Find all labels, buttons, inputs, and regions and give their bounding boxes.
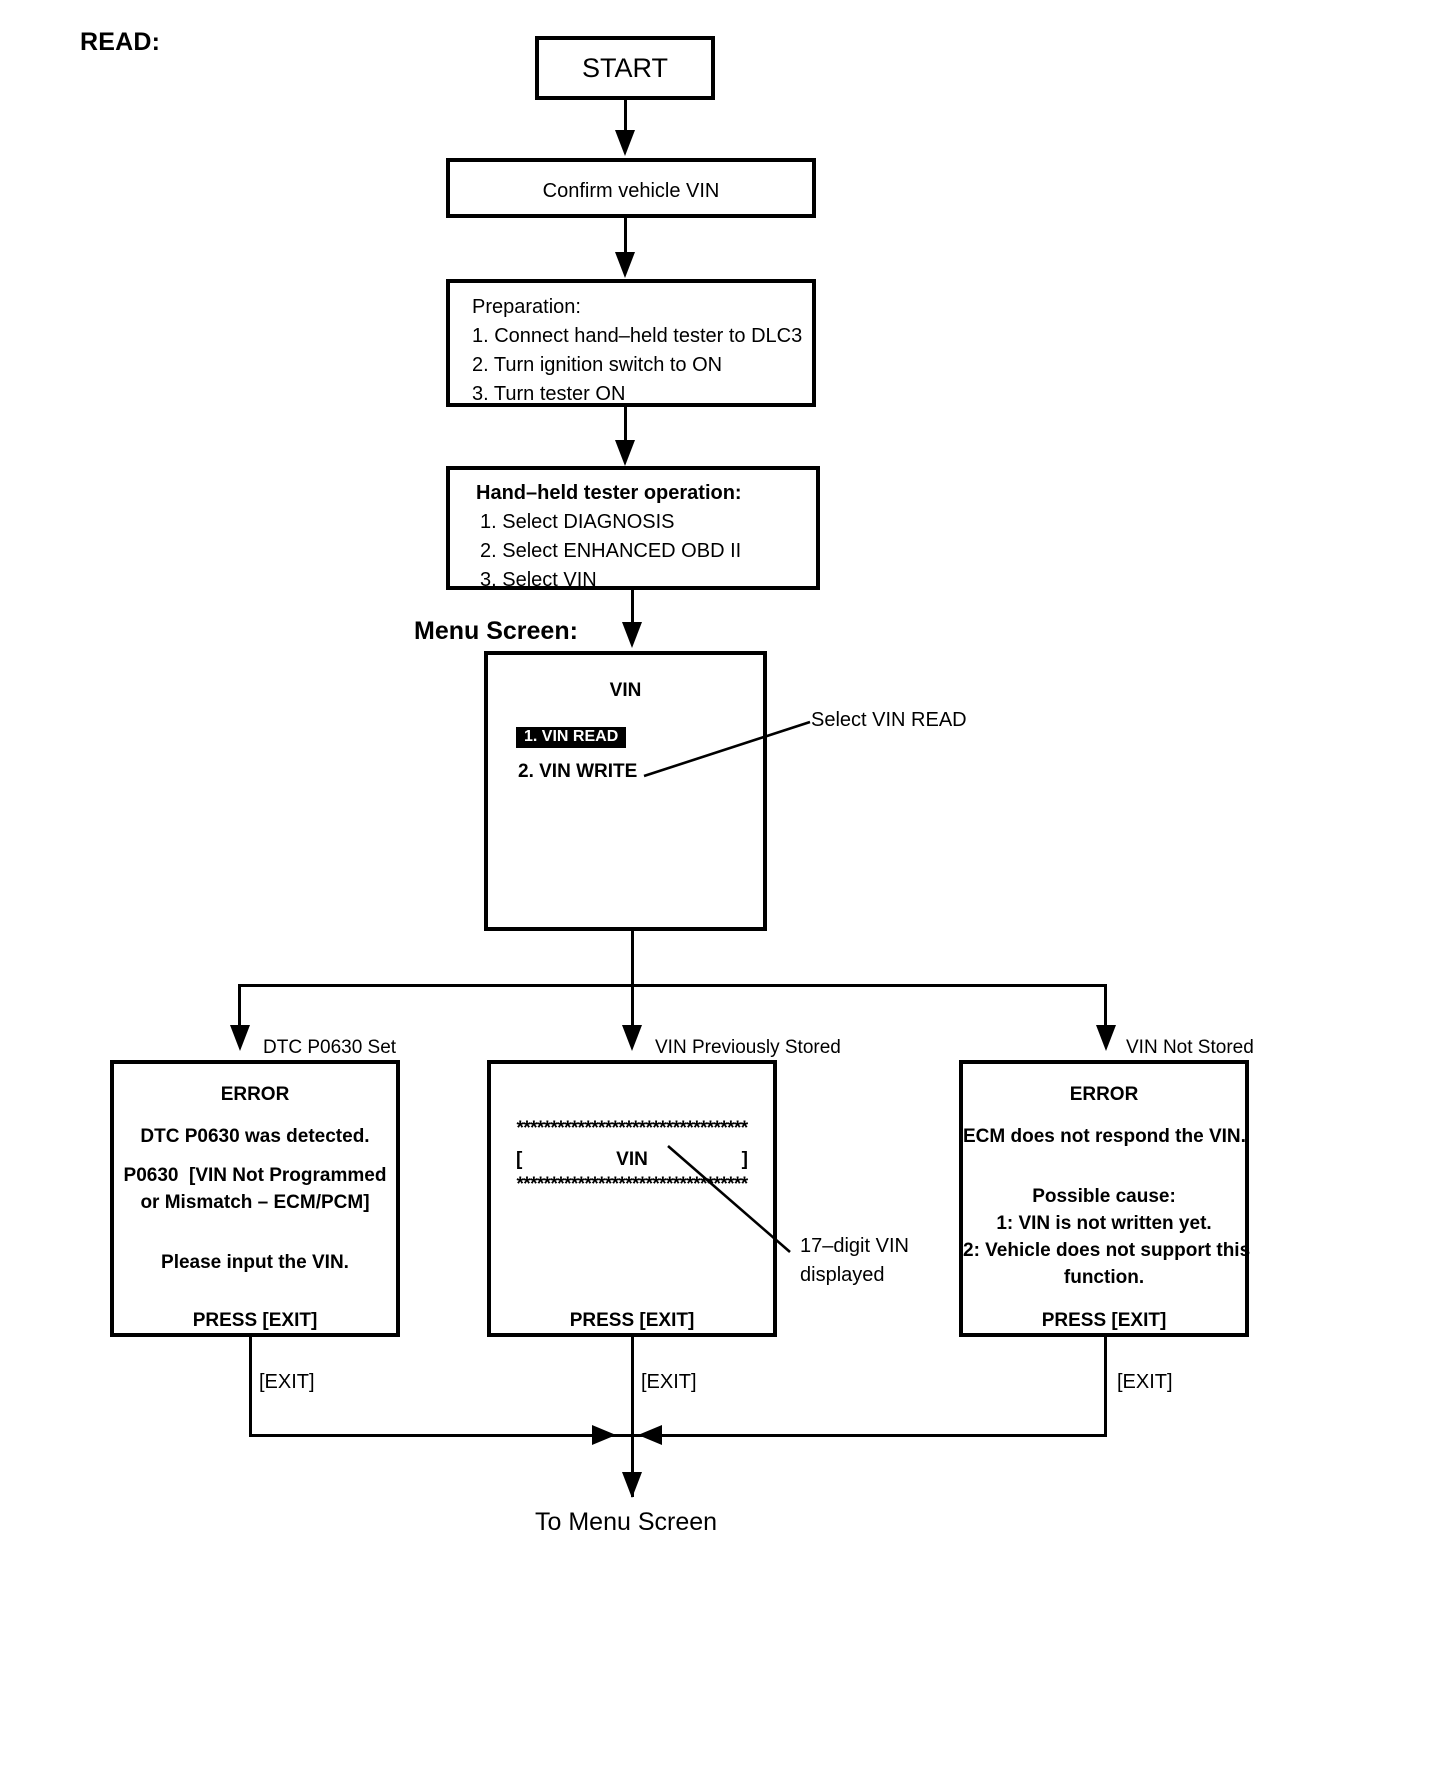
vin-not-stored-line-2: Possible cause: [1032, 1186, 1176, 1207]
error-dtc-line-3: or Mismatch – ECM/PCM] [140, 1192, 370, 1213]
leader-select-vin-read [643, 720, 811, 778]
arrow-down-icon [622, 622, 642, 648]
error-dtc-title: ERROR [220, 1084, 290, 1105]
edge-exit-left [249, 1337, 252, 1436]
arrow-down-icon [615, 440, 635, 466]
edge-menu-to-bus [631, 931, 634, 986]
branch-label-dtc-set: DTC P0630 Set [263, 1037, 397, 1058]
node-confirm-vin: Confirm vehicle VIN [446, 158, 816, 218]
branch-left-riser [238, 984, 241, 1032]
edge-exit-right [1104, 1337, 1107, 1436]
vin-not-stored-line-5: function. [1063, 1267, 1145, 1288]
error-dtc-line-4: Please input the VIN. [161, 1252, 349, 1273]
arrow-down-icon [622, 1472, 642, 1498]
arrow-down-icon [1096, 1025, 1116, 1051]
leader-17-digit-vin [667, 1145, 791, 1253]
vin-not-stored-footer: PRESS [EXIT] [1041, 1310, 1167, 1331]
node-start-label: START [581, 53, 668, 83]
footer-to-menu-screen: To Menu Screen [535, 1508, 718, 1536]
node-preparation-heading: Preparation: [472, 296, 581, 318]
vin-stored-bracket-left: [ [516, 1149, 523, 1170]
vin-stored-stars-bottom: ********************************** [516, 1174, 749, 1195]
node-tester-operation-step-3: 3. Select VIN [480, 569, 597, 591]
vin-not-stored-line-3: 1: VIN is not written yet. [996, 1213, 1212, 1234]
node-vin-menu-screen: VIN 1. VIN READ 2. VIN WRITE [484, 651, 767, 931]
node-preparation-step-2: 2. Turn ignition switch to ON [472, 354, 723, 376]
branch-bus [238, 984, 1107, 987]
arrow-down-icon [622, 1025, 642, 1051]
edge-label-exit-middle: [EXIT] [641, 1371, 697, 1393]
annotation-17-digit-vin-line-1: 17–digit VIN [800, 1235, 909, 1257]
branch-label-vin-not-stored: VIN Not Stored [1126, 1037, 1254, 1058]
vin-not-stored-line-4: 2: Vehicle does not support this [963, 1240, 1251, 1261]
vin-menu-title: VIN [609, 680, 642, 701]
page-title: READ: [80, 28, 161, 56]
arrow-down-icon [615, 130, 635, 156]
edge-exit-middle [631, 1337, 634, 1436]
edge-tester-to-menu [631, 590, 634, 642]
arrow-down-icon [615, 252, 635, 278]
edge-merge-to-footer [631, 1434, 634, 1497]
vin-stored-footer: PRESS [EXIT] [569, 1310, 695, 1331]
branch-middle-riser [631, 984, 634, 1032]
node-vin-not-stored: ERROR ECM does not respond the VIN. Poss… [959, 1060, 1251, 1337]
vin-stored-vin-label: VIN [616, 1149, 648, 1170]
error-dtc-line-2: P0630 [VIN Not Programmed [123, 1165, 387, 1186]
edge-start-to-confirm [624, 100, 627, 138]
edge-label-exit-right: [EXIT] [1117, 1371, 1173, 1393]
node-preparation: Preparation: 1. Connect hand–held tester… [446, 279, 816, 407]
arrow-left-icon [638, 1425, 662, 1445]
branch-label-vin-stored: VIN Previously Stored [655, 1037, 841, 1058]
node-tester-operation-step-2: 2. Select ENHANCED OBD II [480, 540, 742, 562]
vin-stored-stars-top: ********************************** [516, 1118, 749, 1139]
edge-confirm-to-prep [624, 218, 627, 260]
edge-prep-to-tester [624, 407, 627, 459]
node-tester-operation: Hand–held tester operation: 1. Select DI… [446, 466, 820, 591]
node-preparation-step-3: 3. Turn tester ON [472, 383, 626, 405]
edge-label-exit-left: [EXIT] [259, 1371, 315, 1393]
vin-not-stored-title: ERROR [1069, 1084, 1139, 1105]
node-error-dtc: ERROR DTC P0630 was detected. P0630 [VIN… [110, 1060, 400, 1337]
node-confirm-vin-label: Confirm vehicle VIN [542, 180, 720, 202]
node-start: START [535, 36, 715, 100]
node-tester-operation-heading: Hand–held tester operation: [476, 482, 742, 504]
arrow-down-icon [230, 1025, 250, 1051]
error-dtc-footer: PRESS [EXIT] [192, 1310, 318, 1331]
node-vin-stored: ********************************** [ VIN… [487, 1060, 777, 1337]
error-dtc-line-1: DTC P0630 was detected. [140, 1126, 370, 1147]
annotation-17-digit-vin-line-2: displayed [800, 1264, 885, 1286]
merge-rail [249, 1434, 1107, 1437]
branch-right-riser [1104, 984, 1107, 1032]
vin-stored-bracket-right: ] [741, 1149, 748, 1170]
vin-menu-item-read[interactable]: 1. VIN READ [516, 727, 627, 748]
vin-stored-vin-row: [ VIN ] [491, 1147, 773, 1173]
vin-menu-item-write[interactable]: 2. VIN WRITE [518, 761, 638, 782]
annotation-select-vin-read: Select VIN READ [811, 709, 967, 731]
arrow-right-icon [592, 1425, 616, 1445]
node-tester-operation-step-1: 1. Select DIAGNOSIS [480, 511, 675, 533]
vin-menu-item-read-label: 1. VIN READ [516, 727, 627, 748]
node-preparation-step-1: 1. Connect hand–held tester to DLC3 [472, 325, 803, 347]
vin-not-stored-line-1: ECM does not respond the VIN. [963, 1126, 1246, 1147]
menu-screen-label: Menu Screen: [414, 617, 578, 645]
